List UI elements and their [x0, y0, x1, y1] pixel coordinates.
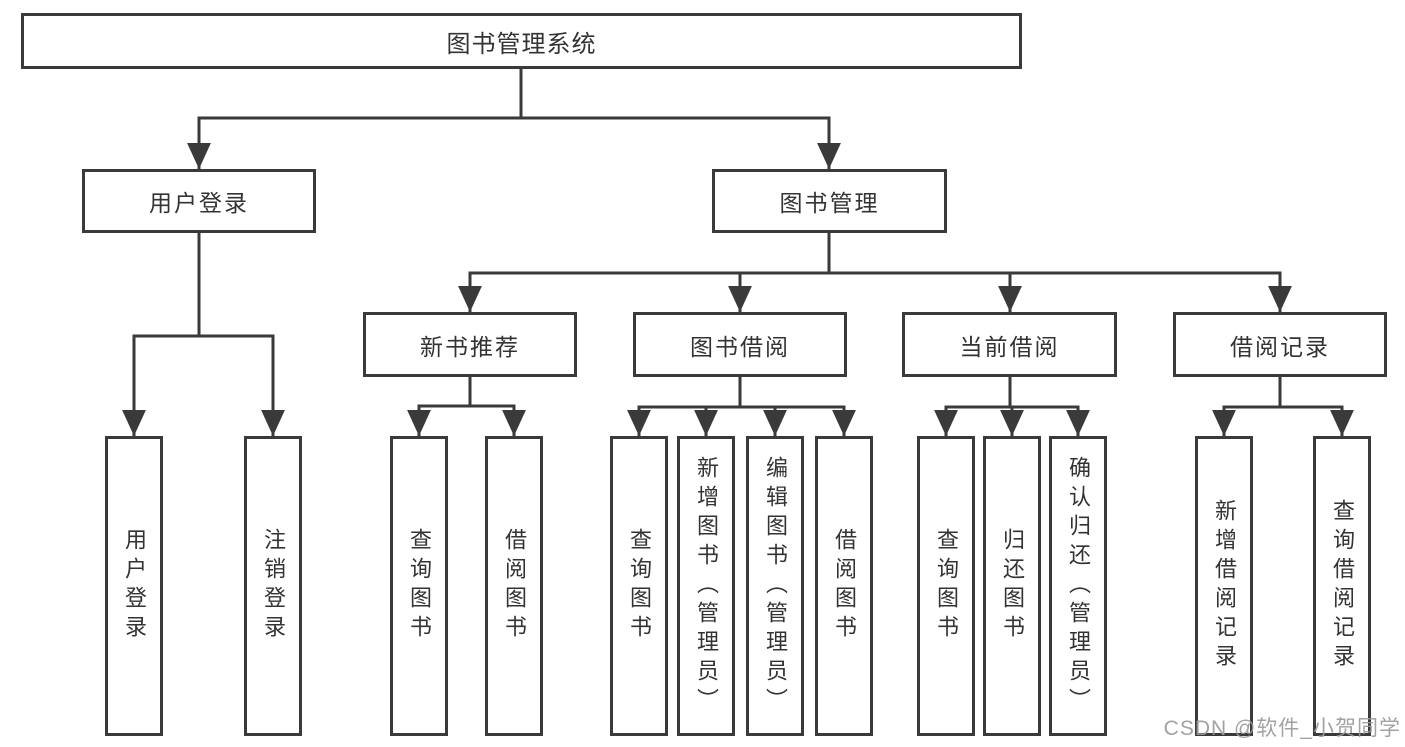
- node-current-borrow: 当前借阅: [902, 312, 1117, 377]
- node-library-management-system: 图书管理系统: [21, 13, 1022, 69]
- leaf-confirm-return-admin: 确认归还（管理员）: [1049, 436, 1107, 736]
- leaf-borrow-books-recommend: 借阅图书: [485, 436, 543, 736]
- leaf-return-book: 归还图书: [983, 436, 1041, 736]
- leaf-edit-book-admin: 编辑图书（管理员）: [746, 436, 804, 736]
- node-user-login: 用户登录: [82, 169, 316, 233]
- leaf-query-books-recommend: 查询图书: [390, 436, 448, 736]
- leaf-add-borrow-record: 新增借阅记录: [1195, 436, 1253, 736]
- leaf-logout: 注销登录: [244, 436, 302, 736]
- node-new-book-recommend: 新书推荐: [363, 312, 577, 377]
- csdn-watermark: CSDN @软件_小贺同学: [1163, 717, 1401, 740]
- leaf-query-books-borrow: 查询图书: [610, 436, 668, 736]
- leaf-query-books-current: 查询图书: [917, 436, 975, 736]
- node-book-management: 图书管理: [712, 169, 947, 233]
- leaf-user-login: 用户登录: [105, 436, 163, 736]
- leaf-add-book-admin: 新增图书（管理员）: [677, 436, 735, 736]
- node-borrow-record: 借阅记录: [1173, 312, 1387, 377]
- node-book-borrow: 图书借阅: [633, 312, 847, 377]
- leaf-borrow-books: 借阅图书: [815, 436, 873, 736]
- leaf-query-borrow-record: 查询借阅记录: [1313, 436, 1371, 736]
